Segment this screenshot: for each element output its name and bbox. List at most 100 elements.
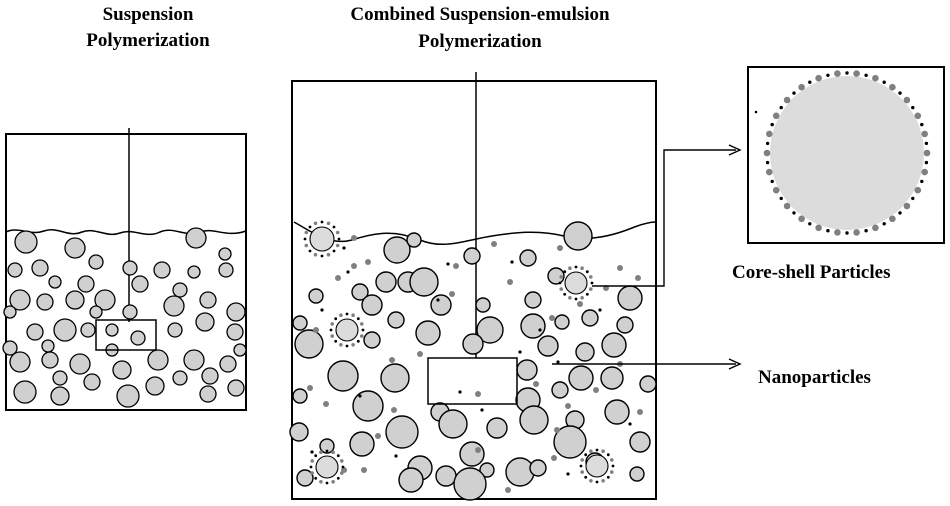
nanoparticle-dark (566, 472, 570, 476)
shell-nanoparticle (580, 470, 584, 474)
polymer-bead (537, 335, 559, 357)
polymer-bead (463, 247, 481, 265)
shell-nanoparticle (339, 313, 343, 318)
polymer-bead (363, 331, 381, 349)
polymer-bead (183, 349, 205, 371)
polymer-bead (575, 342, 595, 362)
polymer-bead (77, 275, 95, 293)
polymer-bead (172, 282, 188, 298)
shell-nanoparticle (595, 448, 599, 452)
suspension-stirrer-blade (95, 319, 157, 351)
nanoparticle (351, 235, 357, 241)
shell-nanoparticle (310, 471, 315, 475)
polymer-bead (292, 315, 308, 331)
polymer-bead (547, 267, 565, 285)
nanoparticle (375, 433, 381, 439)
polymer-bead (89, 305, 103, 319)
shell-nanoparticle (585, 292, 589, 296)
shell-nanoparticle-dark (808, 80, 812, 84)
shell-nanoparticle (320, 220, 324, 224)
nanoparticle (449, 291, 455, 297)
polymer-bead (7, 262, 23, 278)
shell-nanoparticle (798, 83, 805, 91)
nanoparticle (351, 263, 357, 269)
polymer-bead (226, 302, 246, 322)
shell-nanoparticle (914, 112, 922, 120)
polymer-bead (218, 247, 232, 261)
shell-nanoparticle (356, 339, 360, 343)
shell-nanoparticle-dark (770, 179, 774, 184)
shell-nanoparticle-dark (924, 160, 929, 165)
polymer-bead (604, 399, 630, 425)
shell-nanoparticle-dark (845, 71, 849, 75)
core-shell-label: Core-shell Particles (732, 262, 890, 283)
shell-nanoparticle (853, 229, 860, 236)
shell-nanoparticle (314, 476, 318, 480)
shell-nanoparticle (310, 459, 315, 463)
nanoparticle (551, 455, 557, 461)
polymer-bead (435, 465, 457, 487)
polymer-bead (563, 221, 593, 251)
polymer-bead (349, 431, 375, 457)
shell-nanoparticle (319, 480, 323, 484)
shell-nanoparticle (361, 328, 365, 332)
polymer-bead (172, 370, 188, 386)
shell-nanoparticle (815, 224, 822, 232)
polymer-bead (462, 333, 484, 355)
polymer-bead (48, 275, 62, 289)
nanoparticle-dark (358, 394, 362, 398)
shell-nanoparticle (766, 130, 773, 138)
nanoparticle (313, 327, 319, 333)
nanoparticle (323, 401, 329, 407)
shell-nanoparticle (585, 270, 589, 274)
combined-particles (289, 220, 657, 501)
polymer-bead (438, 409, 468, 439)
suspension-reactor-vessel (5, 133, 247, 411)
shell-nanoparticle (610, 470, 614, 474)
polymer-bead (629, 431, 651, 453)
shell-nanoparticle (872, 74, 879, 82)
shell-nanoparticle (309, 465, 313, 469)
polymer-bead (195, 312, 215, 332)
shell-nanoparticle (313, 221, 318, 226)
shell-nanoparticle (889, 83, 896, 91)
nanoparticle (565, 403, 571, 409)
polymer-bead (3, 305, 17, 319)
polymer-bead (529, 459, 547, 477)
shell-nanoparticle (325, 449, 329, 453)
nanoparticle (475, 447, 481, 453)
polymer-bead (122, 304, 138, 320)
shell-nanoparticle (334, 317, 338, 321)
shell-nanoparticle (921, 130, 928, 138)
polymer-bead (41, 351, 59, 369)
shell-nanoparticle (304, 243, 309, 248)
shell-nanoparticle (590, 281, 594, 285)
polymer-bead (185, 227, 207, 249)
polymer-bead (380, 363, 410, 393)
shell-nanoparticle-dark (898, 91, 902, 95)
polymer-bead (226, 323, 244, 341)
shell-nanoparticle (304, 230, 309, 235)
polymer-bead (319, 438, 335, 454)
shell-nanoparticle (903, 202, 911, 210)
shell-nanoparticle (889, 215, 896, 223)
nanoparticle (335, 275, 341, 281)
nanoparticle (507, 279, 513, 285)
core-shell-callout: Core-shell Particles (592, 66, 945, 287)
nanoparticle (635, 275, 641, 281)
nanoparticle (617, 265, 623, 271)
nanoparticle (557, 245, 563, 251)
nanoparticle (554, 427, 560, 433)
core-shell-particle (315, 455, 339, 479)
shell-nanoparticle (574, 265, 578, 269)
nanoparticle-dark (310, 450, 314, 454)
shell-nanoparticle (574, 297, 578, 301)
combined-reactor-vessel (291, 80, 657, 500)
shell-nanoparticle (559, 275, 563, 279)
shell-nanoparticle (351, 343, 355, 347)
shell-nanoparticle (579, 464, 583, 468)
polymer-bead (145, 376, 165, 396)
polymer-bead (519, 249, 537, 267)
polymer-bead (505, 457, 535, 487)
shell-nanoparticle (601, 479, 605, 483)
